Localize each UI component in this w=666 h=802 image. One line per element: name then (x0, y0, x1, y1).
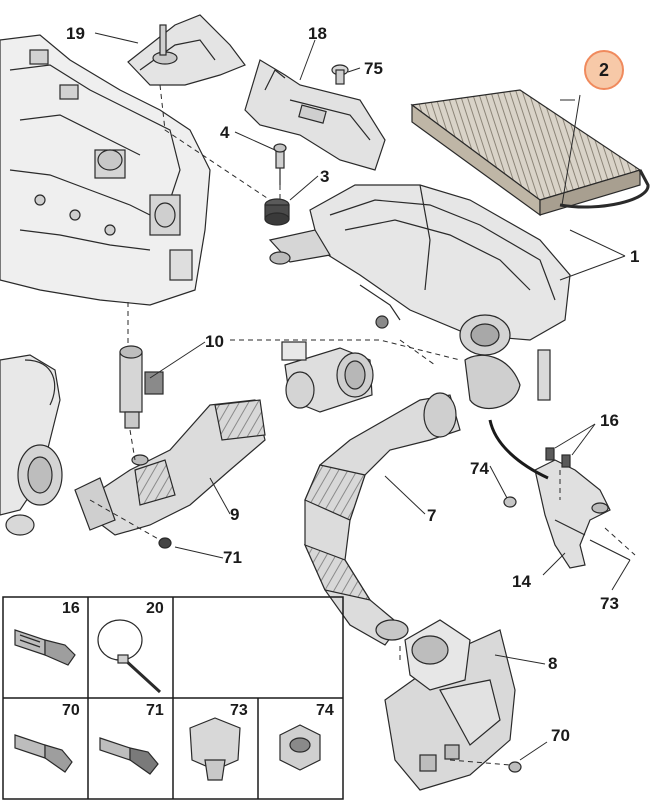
callout-18: 18 (308, 24, 327, 43)
legend-bolt-71 (99, 737, 159, 775)
legend-bolt-70 (14, 734, 73, 773)
callout-10: 10 (205, 332, 224, 351)
callout-71: 71 (223, 548, 242, 567)
legend-label-74: 74 (316, 702, 334, 719)
turbocharger (0, 354, 63, 536)
legend-label-20: 20 (146, 600, 164, 617)
part-74-nut (503, 496, 517, 508)
part-14-bracket (534, 459, 611, 569)
part-1-filter-housing (268, 184, 571, 409)
legend-nut-74 (279, 724, 321, 771)
legend-label-71: 71 (146, 702, 164, 719)
callout-14: 14 (512, 572, 531, 591)
assembly-arrow (488, 419, 549, 480)
part-3-grommet (264, 198, 290, 226)
callout-8: 8 (548, 654, 558, 673)
part-71-screw (158, 537, 172, 549)
callout-9: 9 (230, 505, 240, 524)
part-19-cover (127, 14, 246, 86)
callout-75: 75 (364, 59, 383, 78)
callout-70: 70 (551, 726, 570, 745)
part-7-hose (303, 392, 461, 646)
legend-grid (2, 596, 344, 800)
legend-bolt-16 (14, 629, 76, 666)
part-4-sensor (273, 143, 287, 185)
legend-label-16: 16 (62, 600, 80, 617)
callout-16: 16 (600, 411, 619, 430)
part-70-screw (508, 761, 522, 773)
callout-7: 7 (427, 506, 437, 525)
callout-19: 19 (66, 24, 85, 43)
legend-label-70: 70 (62, 702, 80, 719)
part-9-duct (74, 399, 266, 536)
callout-3: 3 (320, 167, 330, 186)
callout-1: 1 (630, 247, 640, 266)
part-75-screw (331, 64, 349, 85)
highlighted-part-2[interactable]: 2 (584, 50, 624, 90)
part-10-sensor (119, 345, 164, 429)
part-8-inlet (384, 619, 516, 791)
callout-leaders (94, 32, 631, 761)
callout-4: 4 (220, 123, 230, 142)
airflow-sensor-tube (281, 341, 374, 413)
part-18-bracket (244, 59, 386, 171)
part-73-clip (589, 539, 631, 561)
assembly-dashed-lines (89, 84, 636, 766)
legend-label-73: 73 (230, 702, 248, 719)
part-16-bolts (545, 447, 571, 468)
callout-73: 73 (600, 594, 619, 613)
legend-cable-tie-20 (97, 619, 162, 694)
callout-74: 74 (470, 459, 489, 478)
legend-clip-73 (189, 717, 241, 781)
part-2-air-filter (410, 89, 650, 217)
engine-block (0, 34, 211, 306)
